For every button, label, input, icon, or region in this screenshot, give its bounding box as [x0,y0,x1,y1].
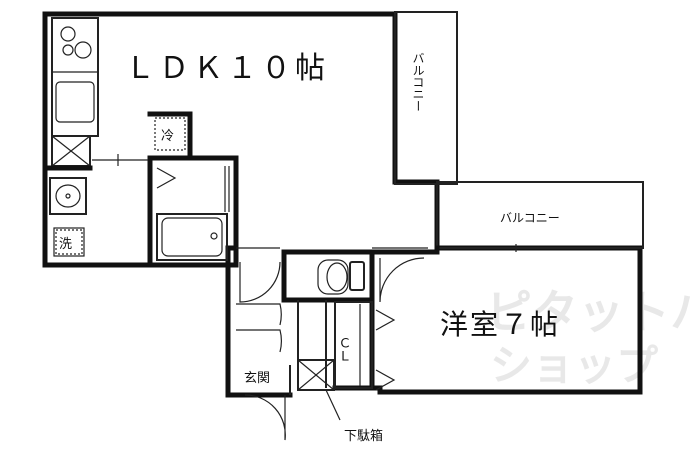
entrance-label: 玄関 [244,371,270,386]
closet: ＣＬ [334,301,396,391]
balcony-right-label: バルコニー [411,52,425,112]
kitchen-counter [51,17,99,137]
fridge-label: 冷 [161,129,174,144]
ldk-label: ＬＤＫ１０帖 [125,51,329,86]
balcony-bottom-label: バルコニー [500,211,560,225]
fridge: 冷 [147,111,193,161]
doors [236,244,640,441]
washbasin [49,177,87,215]
shoe-box: 下駄箱 [297,359,383,444]
closet-label: ＣＬ [336,336,351,362]
watermark-shop-name: ピタットハウス [486,285,690,339]
washer-label: 洗 [59,237,72,252]
toilet-room [281,249,375,303]
shoe-box-label: 下駄箱 [344,428,383,444]
watermark-sub: ショップ [490,341,658,390]
washer: 洗 [53,227,85,257]
entrance: 玄関 [244,300,327,395]
watermark-logo: ピタットハウス ショップ [486,285,690,390]
bathroom [42,154,239,268]
western-room-label: 洋室７帖 [440,308,560,341]
balcony-right: バルコニー [394,11,458,185]
balcony-bottom: バルコニー [436,181,644,249]
storage-box [51,135,91,167]
